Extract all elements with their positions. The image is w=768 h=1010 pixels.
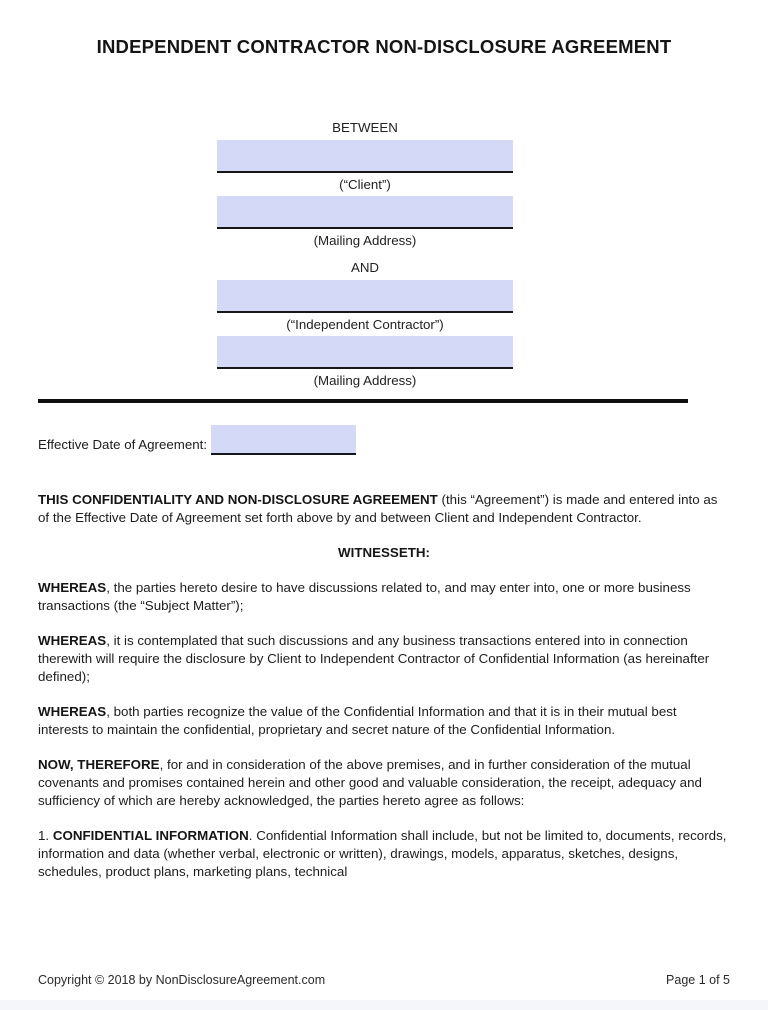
whereas-paragraph-3: WHEREAS, both parties recognize the valu… [38, 703, 730, 739]
intro-lead: THIS CONFIDENTIALITY AND NON-DISCLOSURE … [38, 492, 438, 507]
intro-paragraph: THIS CONFIDENTIALITY AND NON-DISCLOSURE … [38, 491, 730, 527]
whereas-paragraph-2: WHEREAS, it is contemplated that such di… [38, 632, 730, 686]
page-footer: Copyright © 2018 by NonDisclosureAgreeme… [38, 972, 730, 988]
contractor-name-caption: (“Independent Contractor”) [286, 317, 444, 332]
whereas-2-lead: WHEREAS [38, 633, 107, 648]
section-1-paragraph: 1. CONFIDENTIAL INFORMATION. Confidentia… [38, 827, 730, 881]
intro-rest: (this “Agreement”) is made and entered i… [38, 492, 718, 525]
now-therefore-rest: , for and in consideration of the above … [38, 757, 702, 808]
section-1-number: 1. [38, 828, 53, 843]
bottom-background-band [0, 1000, 768, 1010]
section-1-body: . Confidential Information shall include… [38, 828, 727, 879]
whereas-3-lead: WHEREAS [38, 704, 107, 719]
now-therefore-lead: NOW, THEREFORE [38, 757, 160, 772]
client-address-caption: (Mailing Address) [313, 233, 417, 248]
and-heading: AND [350, 260, 380, 275]
document-title: INDEPENDENT CONTRACTOR NON-DISCLOSURE AG… [96, 36, 672, 57]
client-name-field[interactable] [217, 140, 513, 173]
whereas-3-rest: , both parties recognize the value of th… [38, 704, 677, 737]
whereas-2-rest: , it is contemplated that such discussio… [38, 633, 710, 684]
section-1-heading: CONFIDENTIAL INFORMATION [52, 828, 249, 843]
footer-copyright: Copyright © 2018 by NonDisclosureAgreeme… [38, 973, 326, 987]
contractor-name-field[interactable] [217, 280, 513, 313]
witnesseth-heading: WITNESSETH: [338, 545, 430, 560]
effective-date-row: Effective Date of Agreement: [38, 425, 357, 455]
whereas-1-lead: WHEREAS [38, 580, 107, 595]
client-name-caption: (“Client”) [339, 177, 391, 192]
contractor-address-field[interactable] [217, 336, 513, 369]
agreement-body: THIS CONFIDENTIALITY AND NON-DISCLOSURE … [38, 491, 730, 898]
now-therefore-paragraph: NOW, THEREFORE, for and in consideration… [38, 756, 730, 810]
whereas-paragraph-1: WHEREAS, the parties hereto desire to ha… [38, 579, 730, 615]
contractor-address-caption: (Mailing Address) [313, 373, 417, 388]
section-divider-rule [38, 399, 688, 403]
footer-page-indicator: Page 1 of 5 [666, 973, 730, 987]
whereas-1-rest: , the parties hereto desire to have disc… [38, 580, 691, 613]
effective-date-label: Effective Date of Agreement: [38, 437, 208, 452]
effective-date-field[interactable] [211, 425, 357, 455]
client-address-field[interactable] [217, 196, 513, 229]
between-heading: BETWEEN [332, 120, 398, 135]
parties-section: BETWEEN (“Client”) (Mailing Address) AND… [217, 120, 513, 392]
